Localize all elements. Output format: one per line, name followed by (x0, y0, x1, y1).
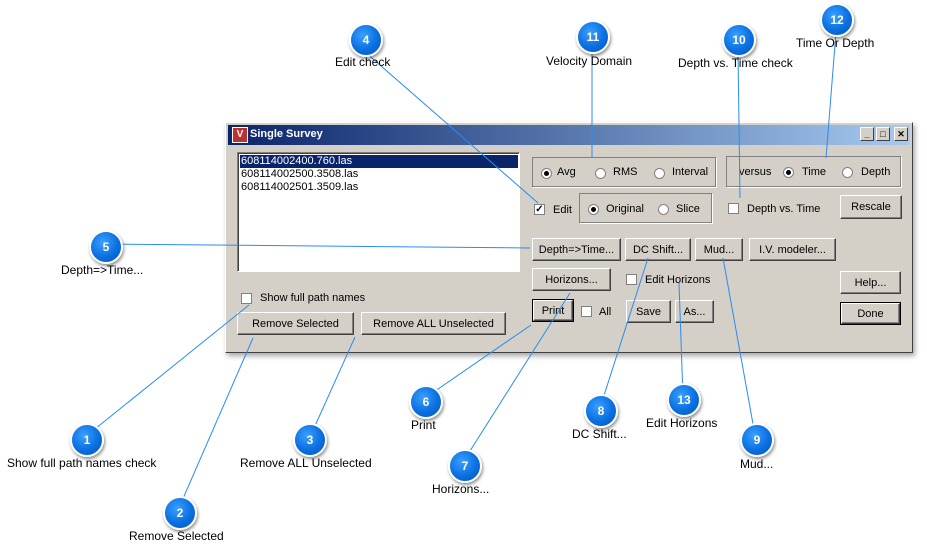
close-button[interactable]: ✕ (894, 127, 908, 141)
callout-marker-11: 11 (576, 20, 610, 54)
edit-mode-group: Original Slice (579, 193, 712, 223)
edit-horizons-checkbox[interactable] (626, 274, 637, 285)
save-as-button[interactable]: As... (675, 300, 714, 323)
radio-interval[interactable] (654, 168, 665, 179)
versus-label: versus (739, 166, 772, 178)
callout-marker-13: 13 (667, 383, 701, 417)
single-survey-window: V Single Survey _ □ ✕ 608114002400.760.l… (225, 122, 913, 353)
radio-interval-label: Interval (672, 166, 709, 178)
depth-vs-time-label: Depth vs. Time (747, 203, 821, 215)
callout-marker-3: 3 (293, 423, 327, 457)
callout-label-12: Time Or Depth (796, 36, 875, 50)
callout-label-10: Depth vs. Time check (678, 56, 793, 70)
save-button[interactable]: Save (626, 300, 671, 323)
radio-avg-label: Avg (557, 166, 576, 178)
callout-label-2: Remove Selected (129, 529, 224, 543)
dc-shift-button[interactable]: DC Shift... (625, 238, 691, 261)
done-button[interactable]: Done (840, 302, 901, 325)
callout-label-3: Remove ALL Unselected (240, 456, 372, 470)
callout-label-5: Depth=>Time... (61, 263, 144, 277)
callout-marker-9: 9 (740, 423, 774, 457)
maximize-button[interactable]: □ (876, 127, 890, 141)
list-item[interactable]: 608114002400.760.las (240, 155, 518, 168)
velocity-domain-group: Avg RMS Interval (532, 157, 716, 187)
print-all-label: All (599, 306, 612, 318)
edit-checkbox[interactable]: ✓ (534, 204, 545, 215)
callout-marker-8: 8 (584, 394, 618, 428)
edit-label: Edit (553, 204, 572, 216)
print-all-checkbox[interactable] (581, 306, 592, 317)
radio-time-label: Time (802, 166, 827, 178)
edit-horizons-label: Edit Horizons (645, 274, 711, 286)
radio-avg[interactable] (541, 168, 552, 179)
callout-label-7: Horizons... (432, 482, 490, 496)
window-title: Single Survey (250, 128, 323, 140)
radio-rms[interactable] (595, 168, 606, 179)
callout-label-13: Edit Horizons (646, 416, 718, 430)
callout-marker-7: 7 (448, 449, 482, 483)
help-button[interactable]: Help... (840, 271, 901, 294)
minimize-button[interactable]: _ (860, 127, 874, 141)
app-logo-icon: V (232, 127, 248, 143)
radio-rms-label: RMS (613, 166, 638, 178)
show-full-path-label: Show full path names (260, 292, 366, 304)
mud-button[interactable]: Mud... (695, 238, 743, 261)
list-item[interactable]: 608114002500.3508.las (241, 168, 359, 180)
callout-label-9: Mud... (740, 457, 774, 471)
callout-marker-6: 6 (409, 385, 443, 419)
title-bar[interactable]: V Single Survey _ □ ✕ (228, 125, 910, 145)
remove-selected-button[interactable]: Remove Selected (237, 312, 354, 335)
callout-marker-12: 12 (820, 3, 854, 37)
callout-line-2 (177, 337, 254, 511)
callout-label-4: Edit check (335, 55, 391, 69)
iv-modeler-button[interactable]: I.V. modeler... (749, 238, 836, 261)
remove-all-unselected-button[interactable]: Remove ALL Unselected (361, 312, 506, 335)
versus-group: versus Time Depth (726, 156, 901, 187)
callout-label-8: DC Shift... (572, 427, 627, 441)
rescale-button[interactable]: Rescale (840, 195, 902, 219)
survey-file-list[interactable]: 608114002400.760.las 608114002500.3508.l… (237, 152, 520, 272)
callout-label-1: Show full path names check (7, 456, 157, 470)
callout-marker-1: 1 (70, 423, 104, 457)
list-item[interactable]: 608114002501.3509.las (241, 181, 359, 193)
print-button[interactable]: Print (532, 299, 574, 322)
radio-time[interactable] (783, 167, 794, 178)
show-full-path-checkbox[interactable] (241, 293, 252, 304)
callout-marker-4: 4 (349, 23, 383, 57)
radio-slice-label: Slice (676, 203, 700, 215)
radio-depth-label: Depth (861, 166, 891, 178)
radio-original-label: Original (606, 203, 644, 215)
radio-depth[interactable] (842, 167, 853, 178)
depth-vs-time-checkbox[interactable] (728, 203, 739, 214)
depth-time-button[interactable]: Depth=>Time... (532, 238, 621, 261)
callout-label-6: Print (411, 418, 436, 432)
radio-slice[interactable] (658, 204, 669, 215)
radio-original[interactable] (588, 204, 599, 215)
horizons-button[interactable]: Horizons... (532, 268, 611, 291)
callout-label-11: Velocity Domain (546, 54, 633, 68)
callout-marker-2: 2 (163, 496, 197, 530)
callout-marker-10: 10 (722, 23, 756, 57)
callout-marker-5: 5 (89, 230, 123, 264)
